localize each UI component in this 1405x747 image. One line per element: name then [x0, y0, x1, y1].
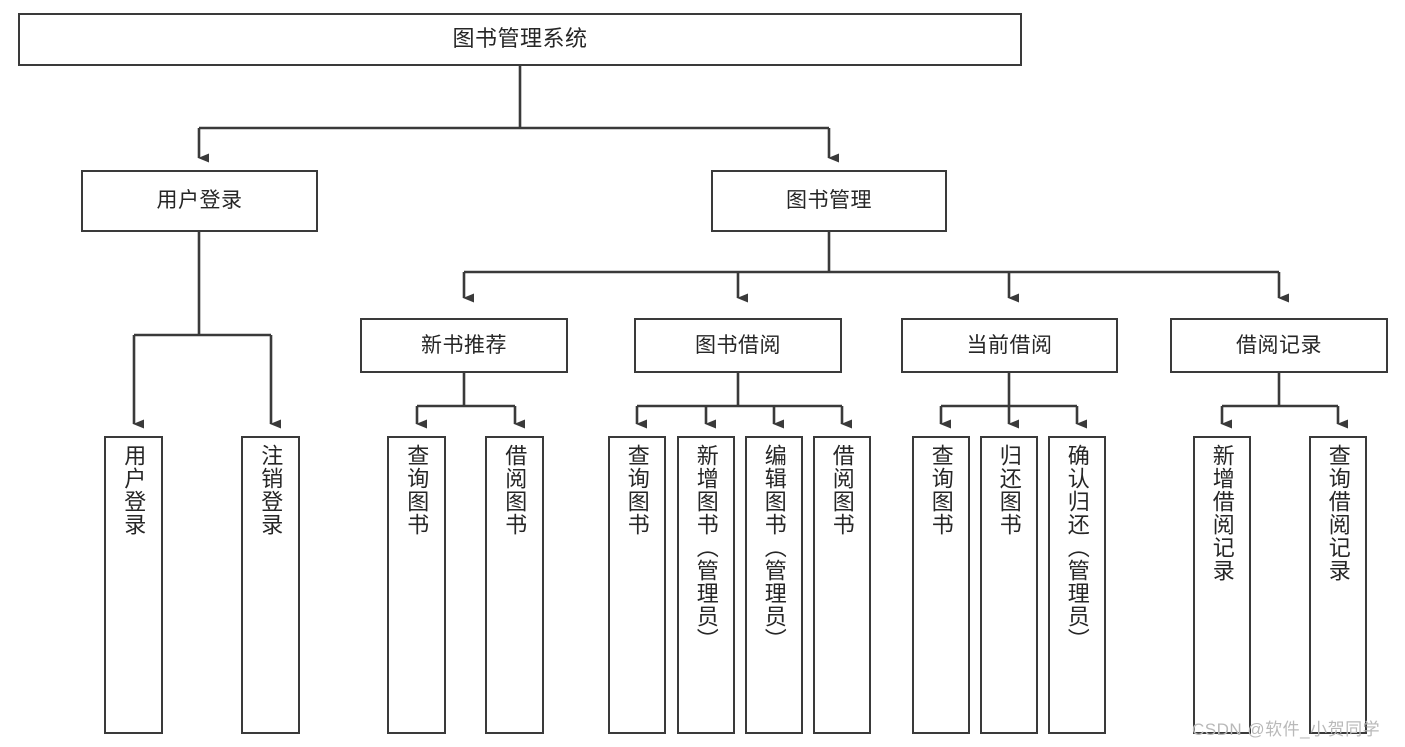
node-leaf-logout-label: 注销登录	[258, 444, 284, 536]
node-book-borrow-label: 图书借阅	[695, 333, 781, 357]
node-leaf-add-book-label: 新增图书（管理员）	[693, 444, 719, 651]
node-leaf-add-record[interactable]: 新增借阅记录	[1193, 436, 1251, 734]
watermark-text: CSDN @软件_小贺同学	[1192, 720, 1381, 739]
node-leaf-query-book-2-label: 查询图书	[624, 444, 650, 536]
node-leaf-query-book-1[interactable]: 查询图书	[387, 436, 446, 734]
node-leaf-add-book[interactable]: 新增图书（管理员）	[677, 436, 735, 734]
node-leaf-query-record[interactable]: 查询借阅记录	[1309, 436, 1367, 734]
node-leaf-add-record-label: 新增借阅记录	[1209, 444, 1235, 582]
node-leaf-query-book-1-label: 查询图书	[404, 444, 430, 536]
node-leaf-borrow-book-1[interactable]: 借阅图书	[485, 436, 544, 734]
node-borrow-record[interactable]: 借阅记录	[1170, 318, 1388, 373]
node-leaf-borrow-book-2-label: 借阅图书	[829, 444, 855, 536]
node-current-borrow[interactable]: 当前借阅	[901, 318, 1118, 373]
node-leaf-user-login[interactable]: 用户登录	[104, 436, 163, 734]
node-new-book-rec[interactable]: 新书推荐	[360, 318, 568, 373]
node-root-label: 图书管理系统	[452, 26, 588, 52]
node-current-borrow-label: 当前借阅	[966, 333, 1053, 357]
node-book-manage-label: 图书管理	[786, 189, 872, 213]
node-borrow-record-label: 借阅记录	[1236, 333, 1322, 357]
node-leaf-logout[interactable]: 注销登录	[241, 436, 300, 734]
node-leaf-edit-book-label: 编辑图书（管理员）	[761, 444, 787, 651]
node-leaf-borrow-book-2[interactable]: 借阅图书	[813, 436, 871, 734]
node-new-book-rec-label: 新书推荐	[421, 333, 507, 357]
node-leaf-query-book-3[interactable]: 查询图书	[912, 436, 970, 734]
node-leaf-query-book-3-label: 查询图书	[928, 444, 954, 536]
node-book-borrow[interactable]: 图书借阅	[634, 318, 842, 373]
node-leaf-borrow-book-1-label: 借阅图书	[502, 444, 528, 536]
node-leaf-return-book-label: 归还图书	[996, 444, 1022, 536]
node-user-login-label: 用户登录	[156, 189, 243, 213]
node-leaf-confirm-return-label: 确认归还（管理员）	[1064, 444, 1090, 651]
node-root[interactable]: 图书管理系统	[18, 13, 1022, 66]
node-leaf-query-book-2[interactable]: 查询图书	[608, 436, 666, 734]
node-user-login[interactable]: 用户登录	[81, 170, 318, 232]
node-book-manage[interactable]: 图书管理	[711, 170, 947, 232]
node-leaf-user-login-label: 用户登录	[121, 444, 147, 536]
node-leaf-query-record-label: 查询借阅记录	[1325, 444, 1351, 582]
node-leaf-edit-book[interactable]: 编辑图书（管理员）	[745, 436, 803, 734]
node-leaf-confirm-return[interactable]: 确认归还（管理员）	[1048, 436, 1106, 734]
node-leaf-return-book[interactable]: 归还图书	[980, 436, 1038, 734]
